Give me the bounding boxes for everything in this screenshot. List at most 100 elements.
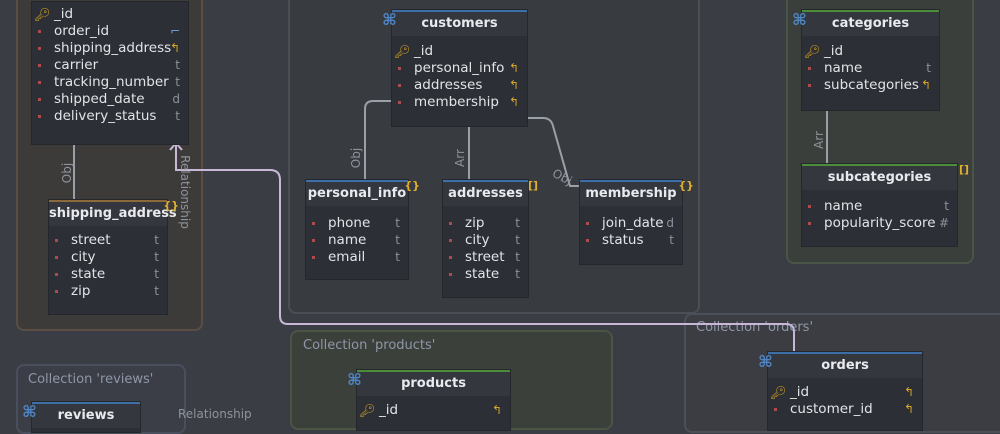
field-row: order_id⌐ — [32, 23, 188, 40]
entity-title: orders — [821, 358, 869, 373]
label-arr-addresses: Arr — [452, 149, 467, 167]
entity-orders[interactable]: ⌘ orders 🔑︎_id↰ customer_id↰ — [758, 352, 922, 430]
label-relationship-vertical: Relationship — [177, 155, 192, 229]
return-icon: ↰ — [903, 385, 914, 399]
object-tag: {} — [404, 179, 420, 192]
entity-title: reviews — [57, 408, 115, 423]
field-row: customer_id↰ — [768, 401, 922, 418]
connector-customers-membership — [527, 117, 580, 187]
field-row: 🔑︎_id — [804, 43, 844, 60]
entity-title: addresses — [448, 186, 523, 201]
field-row: popularity_score# — [802, 215, 957, 232]
object-tag: {} — [678, 179, 694, 192]
entity-header[interactable]: membership {} — [580, 179, 694, 206]
field-row: 🔑︎_id↰ — [359, 402, 502, 419]
entity-customers[interactable]: ⌘ customers 🔑︎_id personal_info↰ address… — [382, 10, 527, 126]
label-arr-subcategories: Arr — [811, 131, 826, 149]
entity-reviews[interactable]: ⌘ reviews — [22, 402, 140, 432]
collection-icon: ⌘ — [22, 402, 37, 421]
object-tag: {} — [163, 199, 179, 212]
entity-title: shipping_address — [49, 206, 177, 221]
collection-icon: ⌘ — [758, 352, 773, 371]
field-row: personal_info↰ — [392, 60, 527, 77]
return-icon: ↰ — [169, 41, 180, 55]
key-icon: 🔑︎ — [359, 404, 376, 419]
return-icon: ↰ — [508, 61, 519, 75]
entity-header[interactable]: addresses [] — [443, 179, 538, 206]
collection-icon: ⌘ — [792, 10, 807, 29]
field-row: 🔑︎_id — [34, 6, 74, 23]
entity-header[interactable]: ⌘ reviews — [22, 402, 140, 428]
field-row: membership↰ — [392, 94, 527, 111]
key-icon: 🔑︎ — [394, 45, 411, 60]
connector-lines — [73, 100, 828, 352]
entity-header[interactable]: ⌘ products — [347, 370, 510, 396]
return-icon: ↰ — [491, 403, 502, 417]
entity-title: personal_info — [307, 186, 407, 201]
key-icon: 🔑︎ — [770, 386, 787, 401]
label-relationship-reviews: Relationship — [178, 407, 252, 421]
entity-header[interactable]: personal_info {} — [306, 179, 420, 206]
entity-title: categories — [831, 16, 910, 31]
entity-products[interactable]: ⌘ products 🔑︎_id↰ — [347, 370, 510, 430]
entity-title: membership — [585, 186, 677, 201]
return-icon: ↰ — [508, 78, 519, 92]
entity-shipments[interactable]: 🔑︎_id order_id⌐ shipping_address↰ carrie… — [32, 2, 188, 144]
return-icon: ↰ — [920, 78, 931, 92]
entity-title: customers — [421, 16, 498, 31]
link-icon: ⌐ — [169, 24, 180, 38]
return-icon: ↰ — [903, 402, 914, 416]
entity-header[interactable]: ⌘ orders — [758, 352, 922, 378]
return-icon: ↰ — [508, 95, 519, 109]
entity-header[interactable]: ⌘ categories — [792, 10, 939, 36]
collection-icon: ⌘ — [347, 370, 362, 389]
label-obj-shipping: Obj — [60, 162, 75, 184]
group-title-products: Collection 'products' — [303, 338, 436, 353]
field-row: shipping_address↰ — [32, 40, 188, 57]
collection-icon: ⌘ — [382, 10, 397, 29]
entity-title: subcategories — [827, 170, 932, 185]
group-title-reviews: Collection 'reviews' — [28, 372, 154, 387]
key-icon: 🔑︎ — [34, 8, 51, 23]
field-row: addresses↰ — [392, 77, 527, 94]
connector-relationship — [175, 145, 795, 352]
key-icon: 🔑︎ — [804, 45, 821, 60]
array-tag: [] — [527, 179, 538, 192]
connector-customers-personal-info — [364, 100, 392, 180]
entity-header[interactable]: ⌘ customers — [382, 10, 527, 36]
array-tag: [] — [958, 163, 969, 176]
field-row: 🔑︎_id — [394, 43, 434, 60]
entity-header[interactable]: shipping_address {} — [49, 199, 179, 226]
label-obj-personal-info: Obj — [349, 147, 364, 169]
entity-header[interactable]: subcategories [] — [802, 163, 969, 190]
field-row: 🔑︎_id↰ — [770, 384, 914, 401]
entity-title: products — [401, 376, 466, 391]
field-row: subcategories↰ — [802, 77, 939, 94]
